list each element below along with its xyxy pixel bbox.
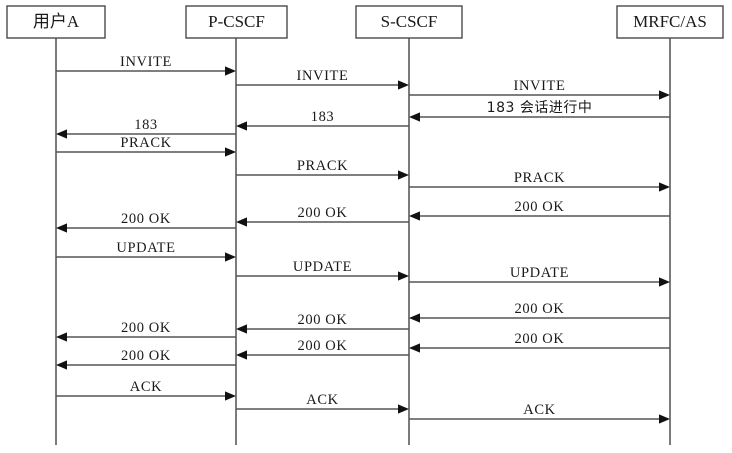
message-200-ok-17: 200 OK	[56, 320, 236, 342]
message-label: ACK	[130, 379, 162, 395]
message-arrowhead	[659, 90, 670, 100]
message-label: PRACK	[514, 170, 565, 186]
message-arrowhead	[56, 332, 67, 342]
message-label: 200 OK	[515, 331, 565, 347]
actor-scscf[interactable]: S-CSCF	[355, 5, 463, 39]
message-label: 200 OK	[515, 199, 565, 215]
actor-box-ua	[6, 5, 106, 39]
actor-ua[interactable]: 用户A	[6, 5, 106, 39]
message-arrowhead	[409, 211, 420, 221]
message-label: 200 OK	[298, 205, 348, 221]
message-arrowhead	[56, 360, 67, 370]
message-label: 200 OK	[121, 348, 171, 364]
message-200-ok-18: 200 OK	[409, 331, 670, 353]
message-arrowhead	[236, 121, 247, 131]
message-label: ACK	[523, 402, 555, 418]
message-label: 183 会话进行中	[487, 100, 593, 116]
message-label: 200 OK	[298, 312, 348, 328]
actor-label-mrfc: MRFC/AS	[633, 12, 707, 31]
message-update-12: UPDATE	[56, 240, 236, 262]
message-arrowhead	[398, 404, 409, 414]
actor-label-pcscf: P-CSCF	[208, 12, 265, 31]
message-200-ok-9: 200 OK	[409, 199, 670, 221]
message-label: UPDATE	[293, 259, 352, 275]
message-arrowhead	[409, 313, 420, 323]
actors-layer: 用户A P-CSCF S-CSCF MRFC/AS	[6, 5, 724, 39]
message-label: ACK	[306, 392, 338, 408]
message-arrowhead	[409, 112, 420, 122]
message-label: INVITE	[514, 78, 566, 94]
actor-mrfc[interactable]: MRFC/AS	[616, 5, 724, 39]
actor-label-ua: 用户A	[33, 12, 80, 31]
message-update-13: UPDATE	[236, 259, 409, 281]
actor-label-scscf: S-CSCF	[381, 12, 438, 31]
message-ack-23: ACK	[409, 402, 670, 424]
message-label: INVITE	[120, 54, 172, 70]
message-invite-2: INVITE	[409, 78, 670, 100]
message-arrowhead	[236, 217, 247, 227]
actor-pcscf[interactable]: P-CSCF	[185, 5, 288, 39]
message-invite-1: INVITE	[236, 68, 409, 90]
message-arrowhead	[659, 277, 670, 287]
message-update-14: UPDATE	[409, 265, 670, 287]
message-arrowhead	[236, 350, 247, 360]
message-ack-22: ACK	[236, 392, 409, 414]
lifelines-layer	[55, 38, 671, 445]
message-200-ok-10: 200 OK	[236, 205, 409, 227]
message-arrowhead	[398, 80, 409, 90]
message-label: 183	[311, 109, 335, 125]
actor-box-scscf	[355, 5, 463, 39]
message-arrowhead	[398, 271, 409, 281]
message-label: 200 OK	[515, 301, 565, 317]
message-label: INVITE	[297, 68, 349, 84]
message-label: 200 OK	[121, 211, 171, 227]
message-prack-7: PRACK	[236, 158, 409, 180]
message-arrowhead	[659, 414, 670, 424]
message-arrowhead	[225, 252, 236, 262]
message-invite-0: INVITE	[56, 54, 236, 76]
message-label: 183	[134, 117, 158, 133]
message-arrowhead	[236, 324, 247, 334]
message-label: PRACK	[120, 135, 171, 151]
message-183--3: 183 会话进行中	[409, 100, 670, 122]
message-arrowhead	[409, 343, 420, 353]
message-200-ok-11: 200 OK	[56, 211, 236, 233]
message-183-5: 183	[56, 117, 236, 139]
message-ack-21: ACK	[56, 379, 236, 401]
message-183-4: 183	[236, 109, 409, 131]
message-label: 200 OK	[121, 320, 171, 336]
message-200-ok-20: 200 OK	[56, 348, 236, 370]
actor-box-mrfc	[616, 5, 724, 39]
message-arrowhead	[56, 129, 67, 139]
message-arrowhead	[225, 66, 236, 76]
message-200-ok-16: 200 OK	[236, 312, 409, 334]
message-200-ok-15: 200 OK	[409, 301, 670, 323]
actor-box-pcscf	[185, 5, 288, 39]
message-prack-8: PRACK	[409, 170, 670, 192]
message-label: UPDATE	[510, 265, 569, 281]
message-label: UPDATE	[116, 240, 175, 256]
message-arrowhead	[659, 182, 670, 192]
message-200-ok-19: 200 OK	[236, 338, 409, 360]
message-arrowhead	[225, 147, 236, 157]
message-arrowhead	[56, 223, 67, 233]
message-arrowhead	[398, 170, 409, 180]
message-arrowhead	[225, 391, 236, 401]
message-prack-6: PRACK	[56, 135, 236, 157]
message-label: PRACK	[297, 158, 348, 174]
message-label: 200 OK	[298, 338, 348, 354]
